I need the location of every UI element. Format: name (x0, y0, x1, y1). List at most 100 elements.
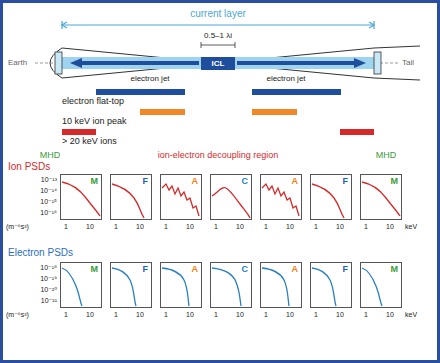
panel-letter: F (343, 177, 349, 186)
axis-tick-label: 10 (136, 223, 144, 230)
row-title: Ion PSDs (8, 162, 50, 172)
axis-tick-label: 1 (314, 311, 318, 318)
bracket-arrowheads (62, 22, 374, 28)
field-line (374, 46, 420, 80)
axis-tick-label: 1 (64, 223, 68, 230)
psd-panel: C (210, 262, 252, 308)
ion-psd-curve (362, 182, 400, 216)
axis-tick-label: 1 (264, 223, 268, 230)
axis-tick-label: 10⁻¹⁶ (40, 209, 57, 216)
psd-panel: M (360, 174, 402, 220)
dimension-label: 0.5–1 λi (204, 32, 232, 40)
axis-tick-label: 10 (336, 311, 344, 318)
field-line (50, 48, 62, 78)
axis-tick-label: 10 (86, 223, 94, 230)
row-title: Electron PSDs (8, 248, 73, 258)
axis-tick-label: 1 (164, 223, 168, 230)
region-name: ICL (212, 59, 225, 68)
electron-psd-curve (212, 268, 241, 306)
region-label: current layer (190, 9, 246, 19)
axis-tick-label: 1 (114, 223, 118, 230)
panel-letter: M (91, 265, 99, 274)
current-layer-band (62, 57, 374, 69)
psd-panel: A (160, 262, 202, 308)
panel-letter: A (292, 265, 299, 274)
current-layer-bracket (62, 21, 374, 29)
electron-psd-curve (62, 268, 82, 306)
jet-label: electron jet (130, 75, 169, 83)
axis-unit: (m⁻⁶s³) (6, 311, 29, 318)
psd-panel: C (210, 174, 252, 220)
bar-label: 10 keV ion peak (62, 117, 127, 126)
axis-unit: (m⁻⁶s³) (6, 223, 29, 230)
ion-psd-curve (262, 184, 299, 216)
psd-panel: F (110, 174, 152, 220)
ion-psd-curve (112, 184, 144, 218)
axis-tick-label: 10 (86, 311, 94, 318)
ion-psd-curve (212, 188, 250, 218)
axis-tick-label: 10⁻¹⁹ (40, 275, 57, 282)
panel-letter: M (91, 177, 99, 186)
axis-tick-label: 10 (186, 311, 194, 318)
ion-psd-curve (162, 184, 199, 216)
panel-letter: A (192, 265, 199, 274)
flux-pileup (374, 52, 381, 74)
region-label: ion-electron decoupling region (158, 151, 279, 160)
ion-peak-bar (252, 109, 297, 115)
axis-tick-label: 1 (114, 311, 118, 318)
region-label: MHD (376, 151, 397, 160)
electron-jet-arrow (237, 58, 366, 68)
electron-jet-arrow (70, 58, 199, 68)
axis-tick-label: 10 (186, 223, 194, 230)
axis-tick-label: 10 (136, 311, 144, 318)
axis-tick-label: 1 (214, 311, 218, 318)
flux-pileup (55, 52, 62, 74)
panel-letter: F (143, 177, 149, 186)
psd-panel: M (60, 262, 102, 308)
flat-top-bar (96, 89, 185, 95)
field-line (62, 48, 374, 78)
bar-label: > 20 keV ions (62, 137, 117, 146)
psd-panel: A (160, 174, 202, 220)
electron-psd-curve (112, 268, 136, 306)
axis-unit: keV (405, 223, 417, 230)
energetic-ion-bar (62, 129, 96, 135)
ion-psd-curve (62, 182, 100, 216)
axis-tick-label: 10 (236, 223, 244, 230)
panel-letter: M (391, 265, 399, 274)
axis-tick-label: 1 (214, 223, 218, 230)
region-label: MHD (40, 151, 61, 160)
panel-letter: C (242, 265, 249, 274)
axis-tick-label: 10⁻²⁰ (40, 286, 57, 293)
axis-tick-label: 10⁻²¹ (41, 297, 57, 304)
psd-panel: M (60, 174, 102, 220)
energetic-ion-bar (340, 129, 374, 135)
electron-psd-curve (362, 268, 382, 306)
axis-tick-label: 10 (336, 223, 344, 230)
axis-tick-label: 1 (264, 311, 268, 318)
axis-tick-label: 10 (286, 311, 294, 318)
panel-letter: F (343, 265, 349, 274)
axis-tick-label: 10 (386, 311, 394, 318)
psd-panel: F (310, 262, 352, 308)
direction-label: Earth (8, 59, 27, 67)
direction-label: Tail (402, 59, 414, 67)
axis-tick-label: 10⁻¹⁸ (40, 264, 57, 271)
panel-letter: M (391, 177, 399, 186)
panel-letter: A (292, 177, 299, 186)
psd-panel: A (260, 174, 302, 220)
axis-tick-label: 10⁻¹³ (41, 176, 57, 183)
psd-panel: M (360, 262, 402, 308)
psd-panel: F (310, 174, 352, 220)
electron-psd-curve (312, 268, 336, 306)
panel-letter: F (143, 265, 149, 274)
psd-panel: F (110, 262, 152, 308)
axis-tick-label: 1 (364, 311, 368, 318)
axis-tick-label: 1 (364, 223, 368, 230)
axis-tick-label: 1 (64, 311, 68, 318)
jet-label: electron jet (266, 75, 305, 83)
axis-tick-label: 10 (286, 223, 294, 230)
psd-panel: A (260, 262, 302, 308)
